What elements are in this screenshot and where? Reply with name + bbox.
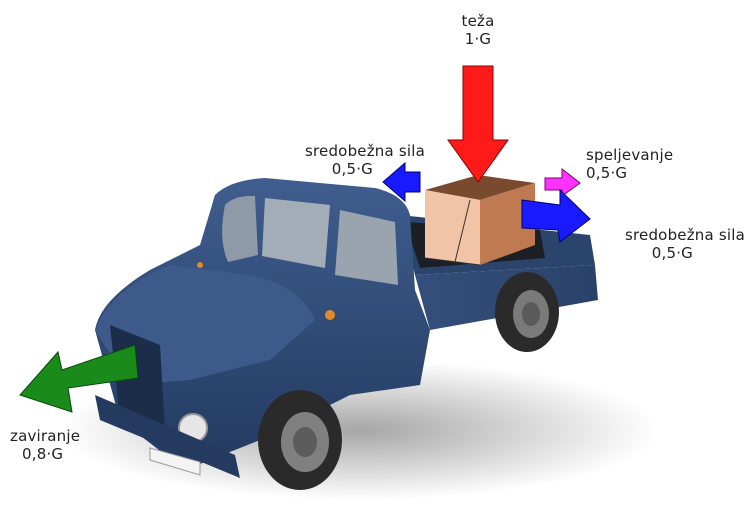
weight-value: 1·G [464, 30, 492, 48]
truck-cab [95, 178, 430, 478]
braking-arrow [19, 344, 139, 413]
slip-value: 0,5·G [586, 164, 628, 182]
weight-name: teža [461, 12, 495, 30]
centrifugal-left-name: sredobežna sila [304, 142, 425, 160]
rear-wheel [495, 272, 559, 352]
centrifugal-left-arrow [382, 161, 421, 203]
cargo-box [424, 175, 535, 266]
centrifugal-right-label: sredobežna sila 0,5·G [595, 226, 745, 262]
weight-label: teža 1·G [440, 12, 516, 48]
braking-name: zaviranje [10, 427, 81, 445]
weight-arrow [447, 65, 509, 183]
braking-label: zaviranje 0,8·G [10, 427, 80, 463]
slip-label: speljevanje 0,5·G [586, 146, 673, 182]
slip-arrow [544, 167, 581, 197]
slip-name: speljevanje [586, 146, 674, 164]
braking-value: 0,8·G [22, 445, 64, 463]
centrifugal-right-arrow [521, 188, 591, 243]
front-wheel [258, 390, 342, 490]
centrifugal-left-value: 0,5·G [331, 160, 373, 178]
centrifugal-right-name: sredobežna sila [624, 226, 745, 244]
centrifugal-right-value: 0,5·G [651, 244, 693, 262]
centrifugal-left-label: sredobežna sila 0,5·G [275, 142, 425, 178]
